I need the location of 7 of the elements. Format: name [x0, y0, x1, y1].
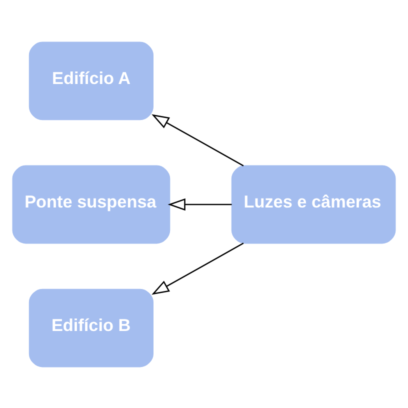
node-box: Edifício B — [28, 288, 154, 367]
node-box: Ponte suspensa — [12, 164, 170, 244]
node-box: Edifício A — [28, 41, 154, 120]
arrow — [168, 198, 232, 210]
arrow — [152, 114, 244, 166]
arrow — [152, 242, 244, 294]
node-box: Luzes e câmeras — [231, 164, 396, 244]
